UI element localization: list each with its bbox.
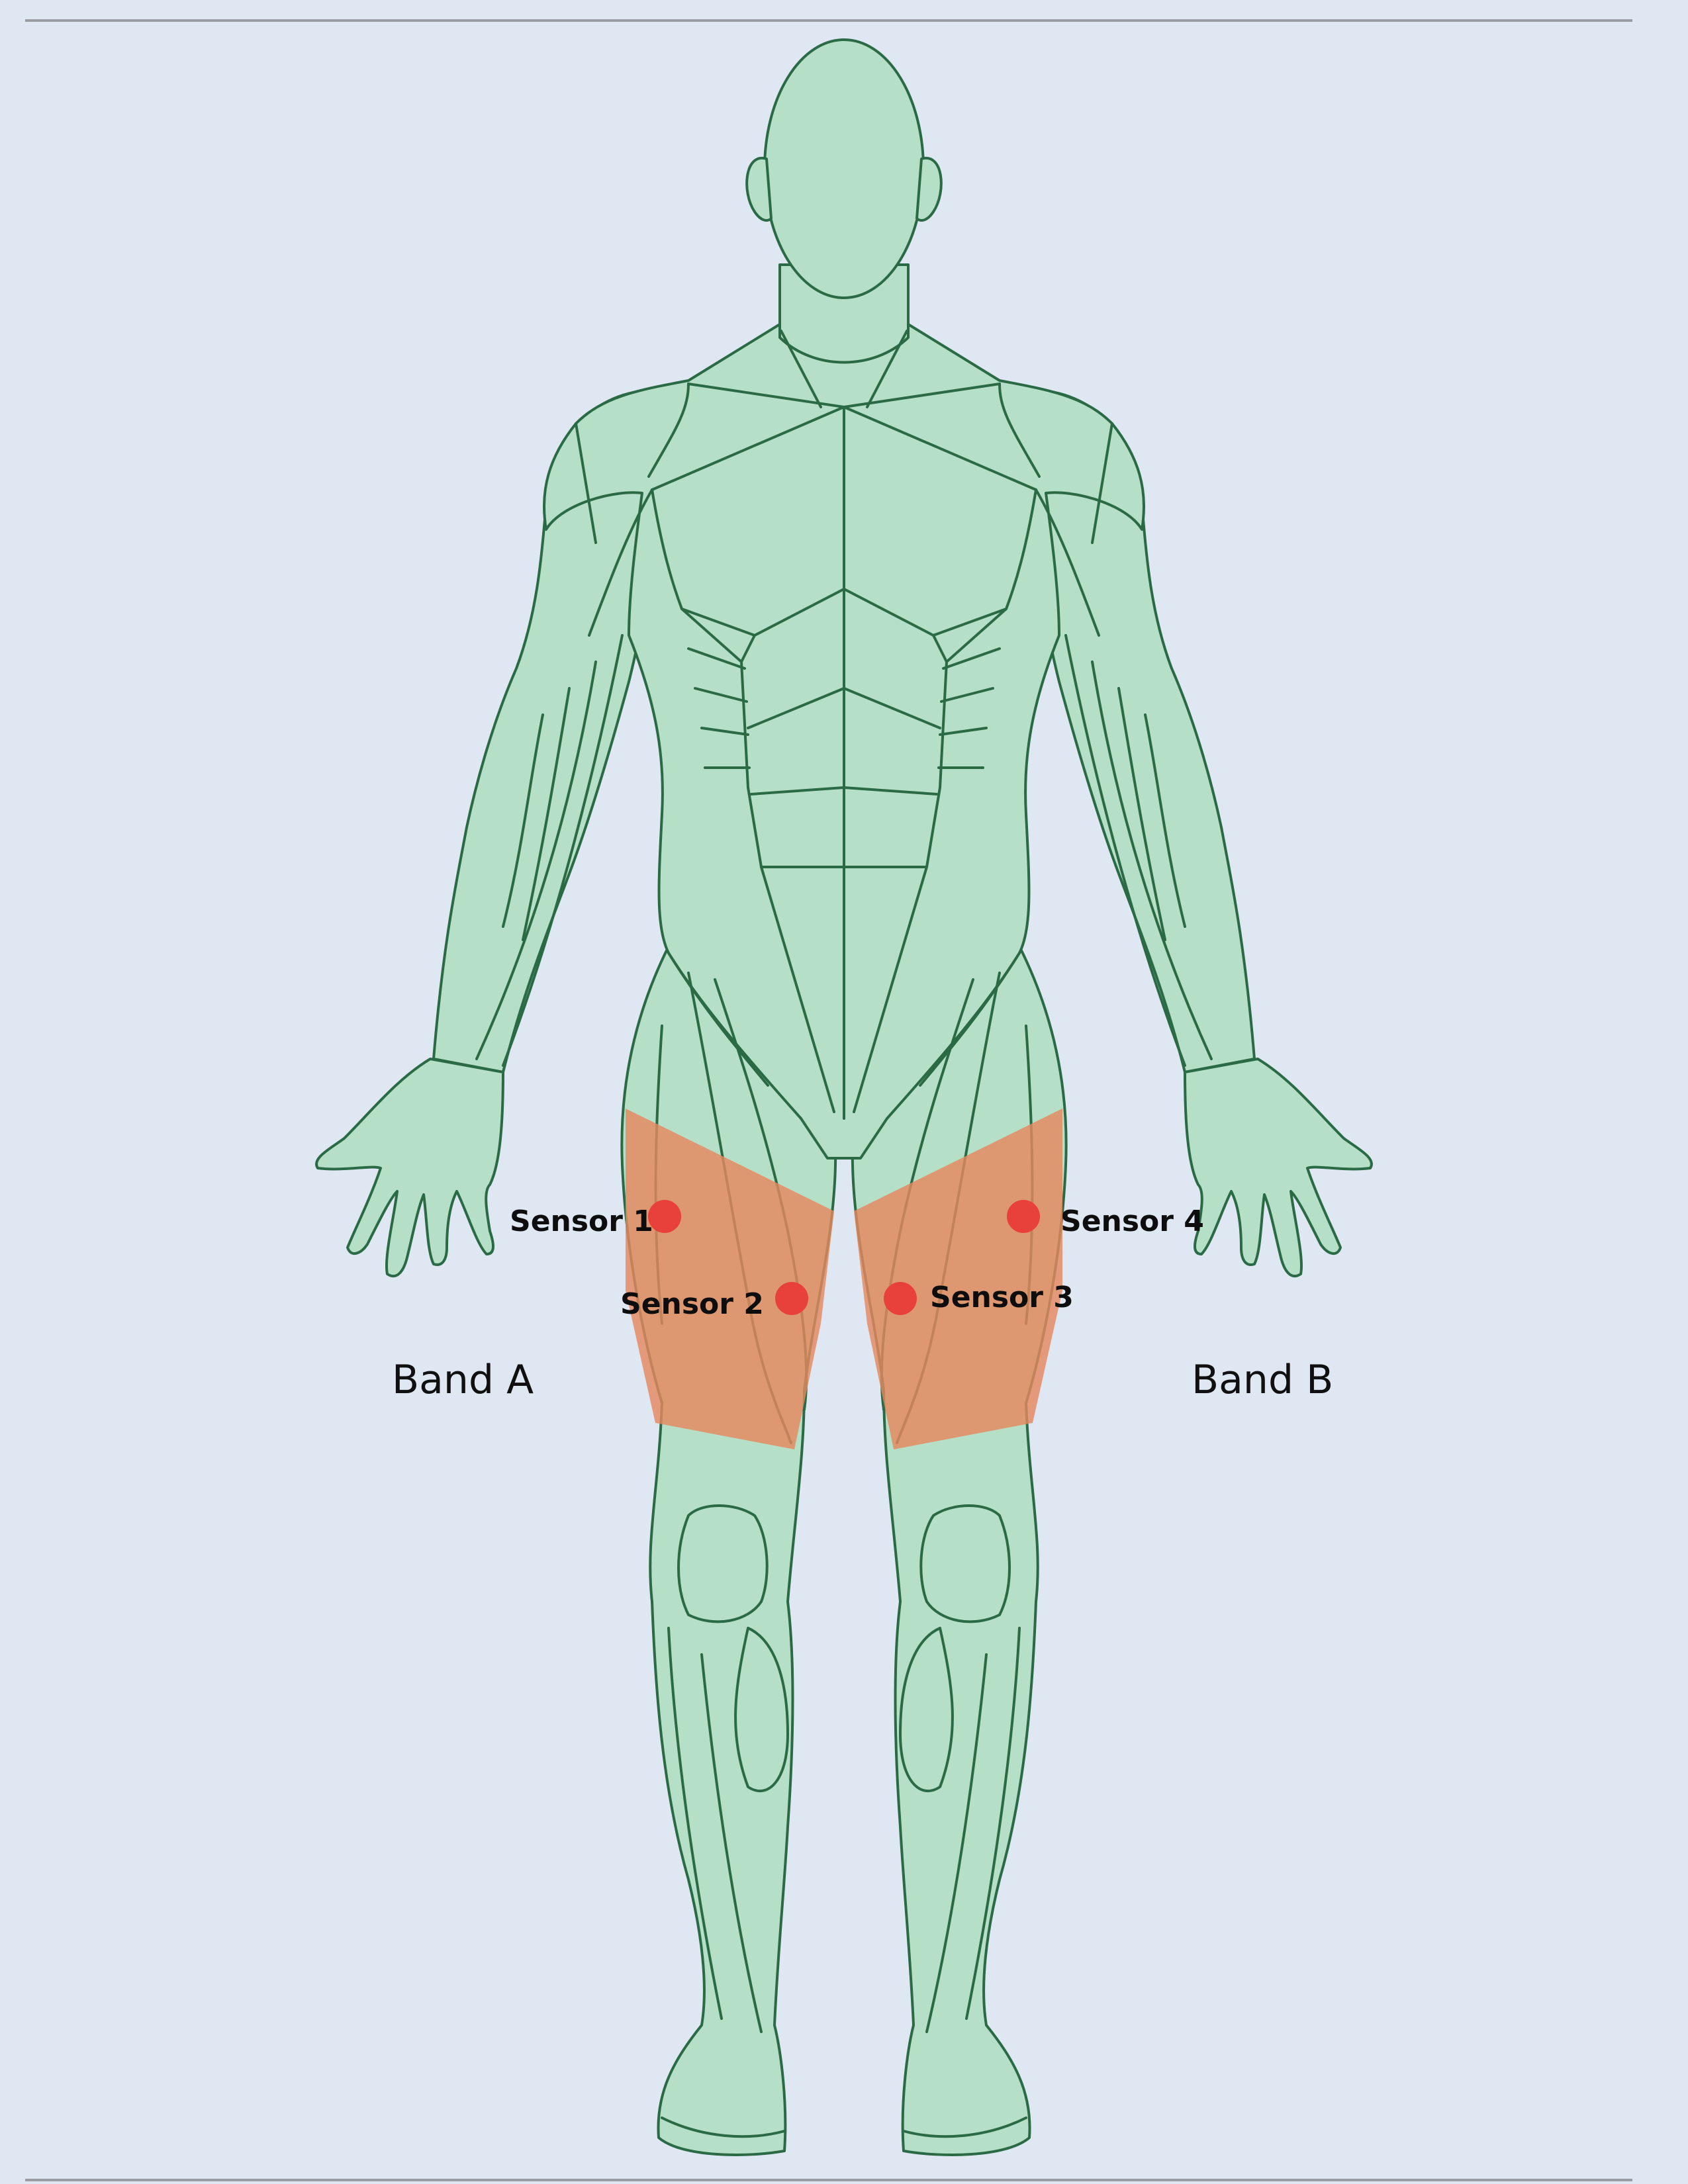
right-hand <box>1184 1058 1373 1278</box>
band-b-label: Band B <box>1192 1357 1333 1403</box>
left-hand <box>315 1058 504 1278</box>
right-ear <box>915 156 943 222</box>
sensor-4-label: Sensor 4 <box>1060 1205 1204 1238</box>
sensor-3-label: Sensor 3 <box>930 1281 1074 1314</box>
sensor-2-label: Sensor 2 <box>620 1287 764 1321</box>
sensor-1-dot[interactable] <box>648 1200 681 1233</box>
sensor-2-dot[interactable] <box>775 1282 808 1315</box>
top-divider <box>25 19 1632 22</box>
left-arm <box>432 389 654 1073</box>
human-body-figure <box>315 38 1373 2156</box>
sensor-1-label: Sensor 1 <box>510 1205 653 1238</box>
bottom-divider <box>25 2179 1632 2181</box>
head <box>763 38 925 299</box>
left-ear <box>745 156 773 222</box>
band-a-region <box>626 1109 834 1449</box>
band-a-label: Band A <box>392 1357 534 1403</box>
sensor-4-dot[interactable] <box>1007 1200 1040 1233</box>
sensor-markers <box>648 1200 1040 1315</box>
band-b-region <box>854 1109 1062 1449</box>
sensor-3-dot[interactable] <box>884 1282 917 1315</box>
right-arm <box>1034 389 1256 1073</box>
